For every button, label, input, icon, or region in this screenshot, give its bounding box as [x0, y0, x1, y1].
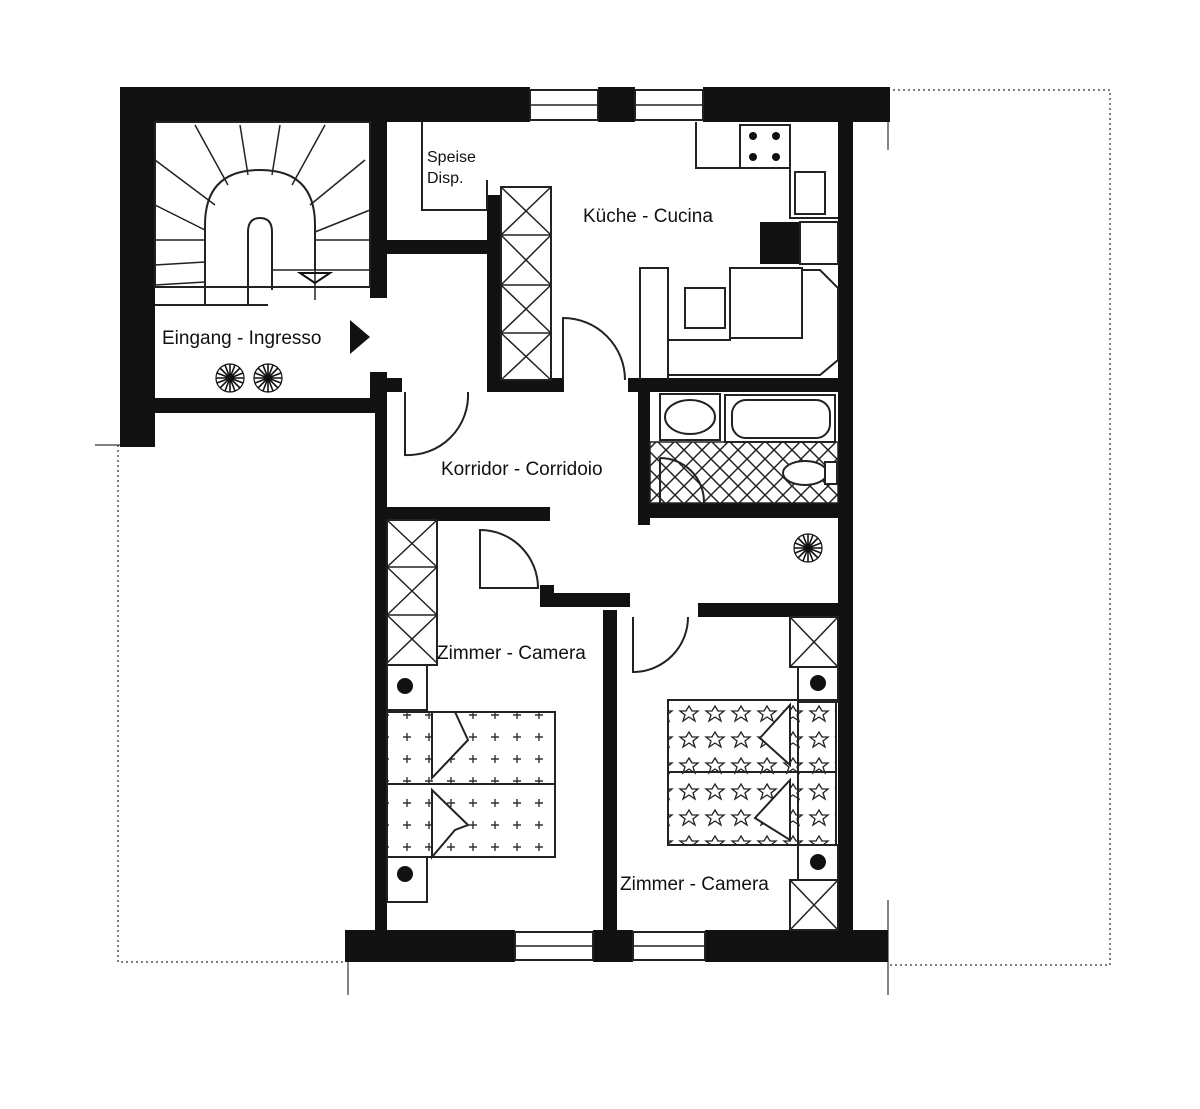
corridor-door — [404, 391, 470, 457]
pantry-label-line2: Disp. — [427, 170, 463, 187]
corridor-label: Korridor - Corridoio — [441, 459, 603, 480]
interior-walls — [120, 120, 838, 930]
bedroom-right-label: Zimmer - Camera — [620, 874, 769, 895]
bedroom-left-label: Zimmer - Camera — [437, 643, 586, 664]
staircase — [154, 121, 371, 306]
pantry-label-line1: Speise — [427, 149, 476, 166]
left-bedroom-furniture — [386, 519, 556, 903]
exterior-walls — [120, 87, 890, 962]
room-labels: Speise Disp. Küche - Cucina Eingang - In… — [162, 149, 769, 895]
stair-arrow-icon — [296, 272, 334, 285]
kitchen-furniture — [500, 122, 839, 381]
plant-icon — [793, 533, 823, 563]
plant-icon — [253, 363, 283, 393]
entrance-arrow-icon — [350, 320, 370, 354]
bathroom — [649, 393, 839, 504]
pantry — [421, 122, 488, 211]
kitchen-label: Küche - Cucina — [583, 206, 713, 227]
right-bedroom-furniture — [632, 616, 839, 931]
windows — [514, 89, 706, 961]
entrance-label: Eingang - Ingresso — [162, 328, 322, 349]
plant-icon — [215, 363, 245, 393]
